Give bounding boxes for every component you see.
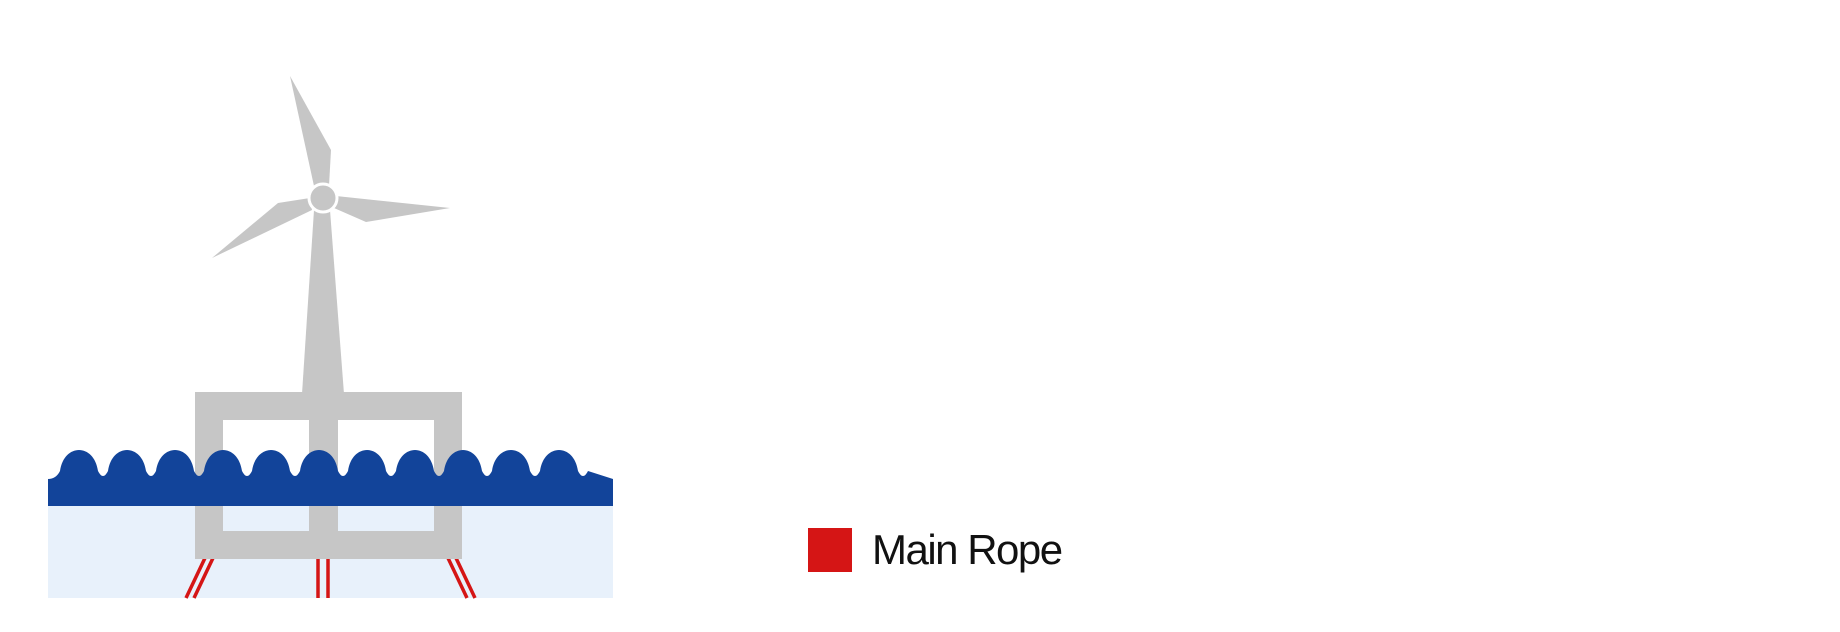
mooring-rope-icon [184, 557, 477, 599]
turbine-tower [302, 210, 344, 394]
mooring-rope-right [446, 557, 477, 599]
turbine-blade-right [334, 196, 450, 222]
turbine-hub [307, 182, 339, 214]
legend: Main Rope [808, 526, 1063, 573]
mooring-rope-left [184, 557, 215, 599]
turbine-blade-up [290, 76, 331, 186]
legend-label-main-rope: Main Rope [872, 526, 1063, 573]
wave-icon [48, 450, 613, 506]
legend-swatch-main-rope [808, 528, 852, 572]
sea-surface [48, 450, 613, 506]
wind-turbine-icon [212, 76, 450, 394]
turbine-blade-left [212, 198, 312, 258]
mooring-rope-center [316, 558, 330, 598]
